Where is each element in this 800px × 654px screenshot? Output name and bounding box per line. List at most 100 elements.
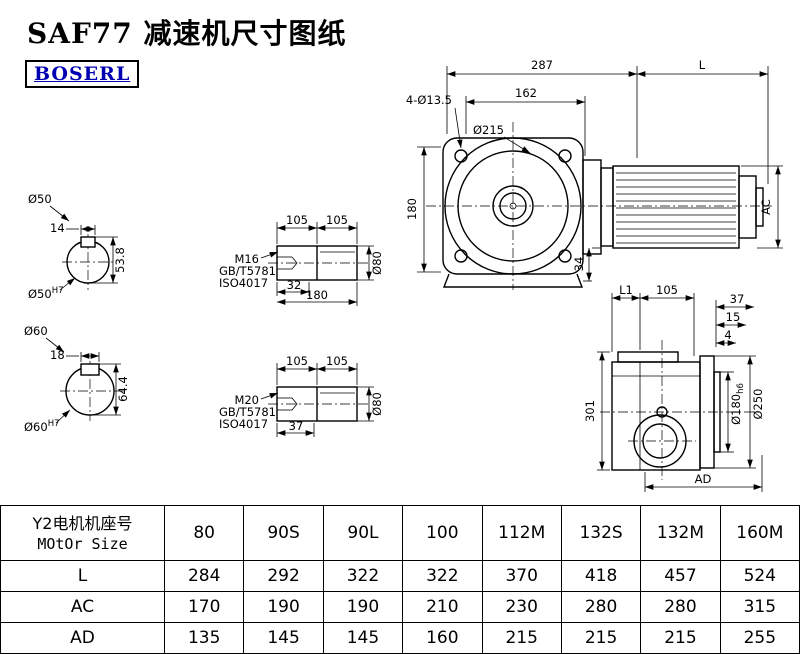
label-m20: M20 <box>234 393 259 407</box>
label-d60: Ø60 <box>24 324 48 338</box>
size-col-90s: 90S <box>243 505 324 561</box>
cell-AD-1: 145 <box>243 622 324 654</box>
label-gb-t5781-2: GB/T5781 <box>219 405 276 419</box>
bore-50-tolerance: H7 <box>52 286 64 296</box>
dim-AD: AD <box>695 472 712 486</box>
dim-34: 34 <box>572 257 586 272</box>
gearbox-foot <box>442 273 584 288</box>
boserl-logo: BOSERL <box>25 60 140 88</box>
cell-L-1: 292 <box>243 560 324 592</box>
motor-body <box>582 159 764 255</box>
dim-32: 32 <box>287 278 302 292</box>
cell-AD-6: 215 <box>640 622 721 654</box>
bore-section-50: 14 53.8 Ø50 Ø50H7 <box>28 192 127 301</box>
dim-105-d: 105 <box>326 354 348 368</box>
cell-AC-6: 280 <box>640 591 721 623</box>
dim-15-side: 15 <box>726 310 741 324</box>
d180-value: Ø180 <box>729 394 743 425</box>
cell-AD-3: 160 <box>402 622 483 654</box>
dim-53-8: 53.8 <box>113 247 127 273</box>
bolt-hole <box>558 249 572 263</box>
size-col-132m: 132M <box>640 505 721 561</box>
bore-50-value: Ø50 <box>28 287 52 301</box>
dim-37-shaft: 37 <box>289 419 304 433</box>
dim-105-b: 105 <box>326 213 348 227</box>
cell-AD-7: 255 <box>719 622 800 654</box>
flange-circle-outer <box>444 137 582 275</box>
cell-AC-0: 170 <box>163 591 245 623</box>
dim-301: 301 <box>583 400 597 422</box>
size-col-100: 100 <box>402 505 483 561</box>
dim-180: 180 <box>405 198 419 220</box>
dim-keyw-14: 14 <box>50 221 65 235</box>
size-col-80: 80 <box>163 505 245 561</box>
dim-180-shaft: 180 <box>306 288 328 302</box>
dim-AC: AC <box>759 199 773 215</box>
dim-105-side: 105 <box>656 283 678 297</box>
bolt-hole <box>454 249 468 263</box>
cell-L-4: 370 <box>481 560 562 592</box>
shaft-view-bottom: 105 105 M20 GB/T5781 ISO4017 37 Ø80 <box>219 354 384 437</box>
dimension-table: Y2电机机座号 MOtOr Size 80 90S 90L 100 112M 1… <box>0 505 800 654</box>
cell-AD-0: 135 <box>163 622 245 654</box>
dim-d180h6: Ø180h6 <box>729 383 746 425</box>
dim-d80-bottom: Ø80 <box>370 392 384 416</box>
dim-162: 162 <box>515 86 537 100</box>
dim-L1: L1 <box>619 283 633 297</box>
size-col-112m: 112M <box>481 505 562 561</box>
bore-60-tolerance: H7 <box>48 419 60 429</box>
cell-L-6: 457 <box>640 560 721 592</box>
logo-text: BOSERL <box>34 63 131 85</box>
dim-105-a: 105 <box>286 213 308 227</box>
technical-drawing: 287 L 162 4-Ø13.5 Ø215 180 34 AC <box>24 58 783 492</box>
cell-AD-2: 145 <box>322 622 404 654</box>
cell-L-7: 524 <box>719 560 800 592</box>
label-iso4017: ISO4017 <box>219 276 268 290</box>
side-dimensions: L1 105 37 15 4 301 Ø180h6 Ø250 AD <box>583 283 765 492</box>
table-row-AD: AD 135 145 145 160 215 215 215 255 <box>0 622 800 654</box>
row-label-L: L <box>0 560 165 592</box>
table-row-AC: AC 170 190 190 210 230 280 280 315 <box>0 591 800 623</box>
cell-AC-5: 280 <box>560 591 642 623</box>
header-en: MOtOr Size <box>37 535 128 554</box>
d180-tolerance: h6 <box>736 383 746 394</box>
keyway-50 <box>80 236 96 248</box>
dim-keyw-18: 18 <box>50 348 65 362</box>
label-m16: M16 <box>234 252 259 266</box>
label-d50h7: Ø50H7 <box>28 286 64 301</box>
side-spigot <box>713 371 721 453</box>
dim-4-side: 4 <box>724 328 731 342</box>
bolt-hole <box>558 149 572 163</box>
dim-64-4: 64.4 <box>116 376 130 402</box>
cell-AC-1: 190 <box>243 591 324 623</box>
cell-AC-3: 210 <box>402 591 483 623</box>
size-col-132s: 132S <box>560 505 642 561</box>
bolt-hole <box>454 149 468 163</box>
motor-size-header: Y2电机机座号 MOtOr Size <box>0 505 165 561</box>
front-dimensions: 287 L 162 4-Ø13.5 Ø215 180 34 AC <box>405 58 783 282</box>
dim-d215: Ø215 <box>473 123 504 137</box>
label-iso4017-2: ISO4017 <box>219 417 268 431</box>
output-shaft-circle <box>633 414 687 468</box>
cell-AC-4: 230 <box>481 591 562 623</box>
dim-L: L <box>699 58 706 72</box>
dim-287: 287 <box>531 58 553 72</box>
cell-L-3: 322 <box>402 560 483 592</box>
dim-d80-top: Ø80 <box>370 251 384 275</box>
label-d50: Ø50 <box>28 192 52 206</box>
table-header-row: Y2电机机座号 MOtOr Size 80 90S 90L 100 112M 1… <box>0 505 800 561</box>
cell-AC-2: 190 <box>322 591 404 623</box>
header-cn: Y2电机机座号 <box>32 513 133 533</box>
dim-37-side: 37 <box>730 292 745 306</box>
row-label-AD: AD <box>0 622 165 654</box>
cell-AC-7: 315 <box>719 591 800 623</box>
bore-section-60: 18 64.4 Ø60 Ø60H7 <box>24 324 130 434</box>
side-view: L1 105 37 15 4 301 Ø180h6 Ø250 AD <box>583 283 765 492</box>
label-gb-t5781: GB/T5781 <box>219 264 276 278</box>
dim-d250: Ø250 <box>751 388 765 419</box>
shaft-view-top: 105 105 M16 GB/T5781 ISO4017 32 180 Ø80 <box>219 213 384 306</box>
front-view: 287 L 162 4-Ø13.5 Ø215 180 34 AC <box>405 58 783 290</box>
cell-L-5: 418 <box>560 560 642 592</box>
cell-L-2: 322 <box>322 560 404 592</box>
label-bolt-holes: 4-Ø13.5 <box>406 93 452 107</box>
